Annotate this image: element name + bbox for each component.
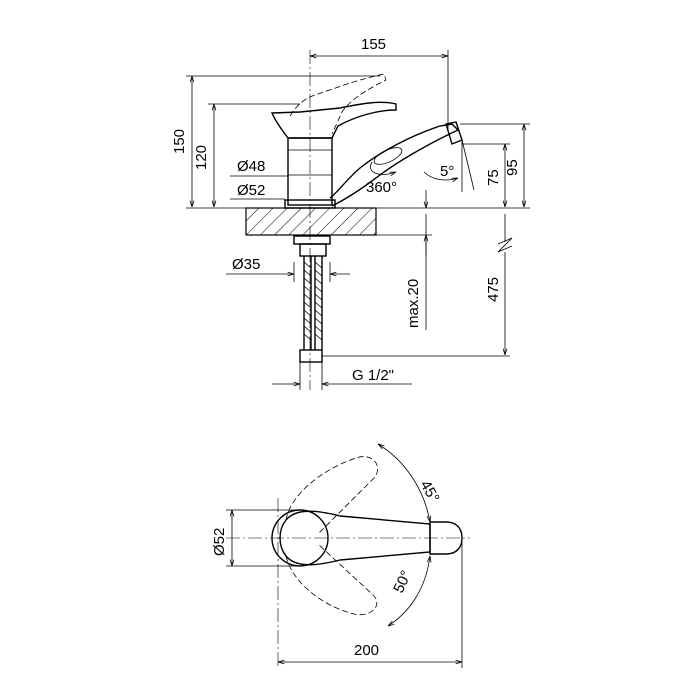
dim-plan-diameter: Ø52 — [211, 528, 228, 556]
dim-shank-diameter: Ø35 — [232, 256, 260, 273]
dim-handle-right-angle: 50° — [390, 568, 415, 596]
dim-handle-left-angle: 45° — [417, 478, 443, 506]
dim-total-height: 150 — [171, 129, 188, 154]
side-view: 155 150 120 Ø48 Ø52 360° 5° 75 95 — [171, 36, 530, 390]
dim-body-diameter: Ø48 — [237, 158, 265, 175]
plan-handle — [279, 510, 431, 566]
plan-view: 45° 50° Ø52 200 — [211, 444, 470, 668]
dim-hose-length: 475 — [485, 277, 502, 302]
dim-reach: 155 — [361, 36, 386, 53]
dim-body-height: 120 — [193, 145, 210, 170]
countertop-section — [245, 207, 377, 236]
dim-connection: G 1/2" — [352, 367, 394, 384]
plan-handle-left — [285, 456, 379, 535]
swivel-mark — [373, 147, 403, 165]
dim-spout-tilt: 5° — [440, 163, 454, 180]
dim-swivel: 360° — [366, 179, 397, 196]
dim-plan-length: 200 — [354, 642, 379, 659]
dim-outlet-height: 75 — [485, 169, 502, 186]
lever-handle — [270, 101, 397, 139]
dim-spout-top-height: 95 — [504, 159, 521, 176]
dim-base-diameter: Ø52 — [237, 182, 265, 199]
spout — [329, 123, 460, 207]
dim-max-countertop: max.20 — [405, 279, 422, 328]
plan-handle-right — [285, 543, 378, 616]
lever-handle-raised — [289, 73, 387, 135]
mounting-nut — [293, 235, 331, 245]
hose-fitting — [299, 349, 323, 363]
shank — [299, 243, 327, 257]
plan-handle-tip — [429, 521, 463, 555]
supply-hose — [303, 256, 323, 350]
